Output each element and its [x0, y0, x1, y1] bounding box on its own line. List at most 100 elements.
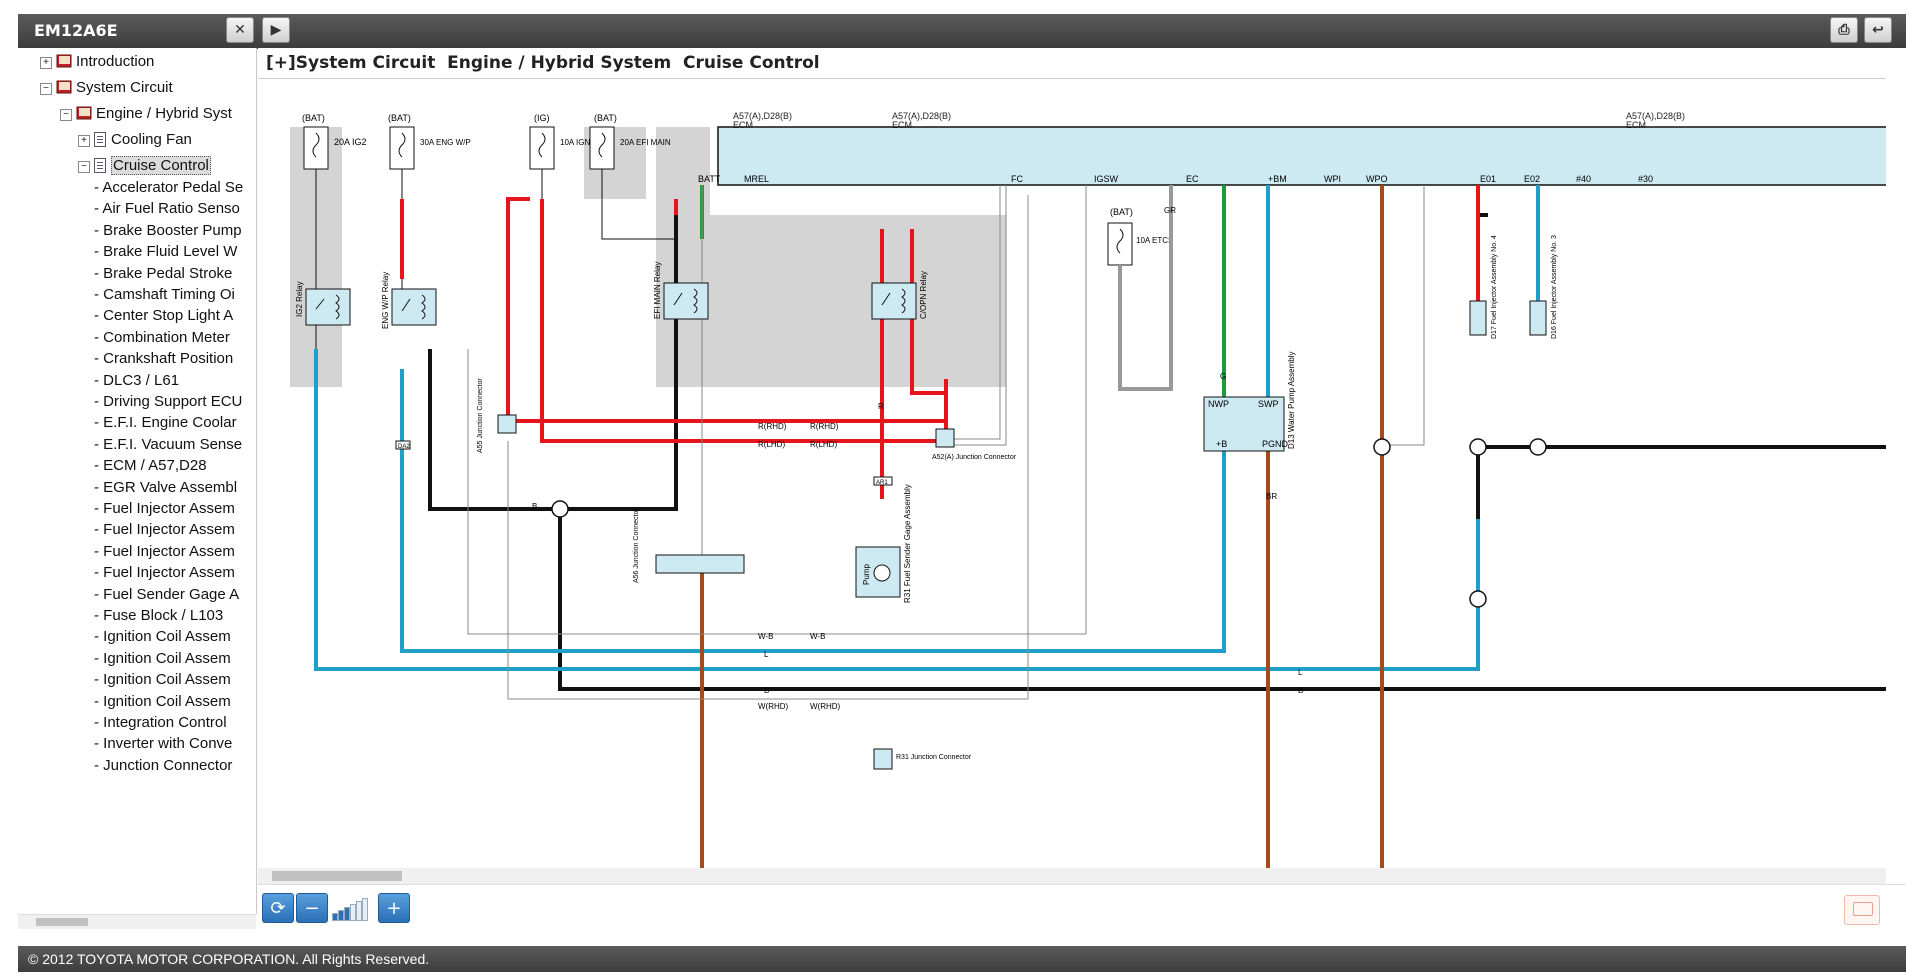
- footer-bar: © 2012 TOYOTA MOTOR CORPORATION. All Rig…: [18, 946, 1906, 972]
- collapse-icon[interactable]: −: [78, 161, 90, 173]
- zoom-out-icon: −: [304, 897, 320, 919]
- top-toolbar: EM12A6E ✕ ▶ ⎙ ↩: [18, 14, 1906, 49]
- zoom-level-bar[interactable]: [350, 904, 356, 921]
- wp-swp: SWP: [1258, 399, 1279, 409]
- expand-icon[interactable]: +: [40, 57, 52, 69]
- tree-subitem[interactable]: - Junction Connector: [94, 756, 233, 774]
- wire-label-l-2: L: [1298, 668, 1303, 677]
- print-button[interactable]: ⎙: [1830, 17, 1858, 43]
- wire-label-rlhd: R(LHD): [758, 440, 785, 449]
- tree-item-cooling-fan[interactable]: + Cooling Fan: [78, 128, 192, 152]
- fuse-ign-label: 10A IGN: [560, 138, 590, 147]
- tree-subitem[interactable]: - Brake Pedal Stroke: [94, 264, 233, 282]
- tree-subitem[interactable]: - Center Stop Light A: [94, 307, 234, 325]
- reset-zoom-button[interactable]: ⟳: [262, 893, 294, 923]
- tree-label: System Circuit: [76, 79, 173, 96]
- tree-subitem[interactable]: - EGR Valve Assembl: [94, 478, 238, 496]
- next-button[interactable]: ▶: [262, 17, 290, 43]
- inj3-label: D16 Fuel Injector Assembly No. 3: [1551, 235, 1558, 339]
- tree-subitem[interactable]: - Brake Booster Pump: [94, 221, 242, 239]
- tree-subitem[interactable]: - Ignition Coil Assem: [94, 692, 231, 710]
- relay-copn-label: C/OPN Relay: [919, 271, 928, 319]
- scrollbar-thumb[interactable]: [272, 871, 402, 881]
- tree-subitem[interactable]: - Fuel Injector Assem: [94, 500, 235, 517]
- print-icon: ⎙: [1838, 22, 1850, 38]
- tree-subitem[interactable]: - Fuel Injector Assem: [94, 521, 235, 539]
- tree-subitem[interactable]: - Combination Meter: [94, 328, 230, 346]
- back-icon: ↩: [1872, 22, 1884, 38]
- tree-subitem[interactable]: - E.F.I. Engine Coolar: [94, 414, 237, 432]
- ecm-name-left: ECM: [733, 120, 753, 130]
- zoom-out-button[interactable]: −: [296, 893, 328, 923]
- scrollbar-thumb[interactable]: [36, 918, 88, 926]
- zoom-level-bar[interactable]: [332, 913, 338, 921]
- fuel-injector-4: [1469, 300, 1487, 336]
- tree-subitem[interactable]: - Ignition Coil Assem: [94, 649, 231, 667]
- tree-item-introduction[interactable]: + Introduction: [40, 50, 154, 74]
- diagram-vertical-scrollbar[interactable]: [1886, 78, 1906, 868]
- tree-subitem[interactable]: - Fuel Injector Assem: [94, 564, 235, 582]
- feedback-button[interactable]: [1844, 895, 1880, 925]
- zoom-toolbar: ⟳ − +: [258, 884, 1906, 935]
- pin-label-wpo: WPO: [1366, 174, 1388, 184]
- fuse-ig2-label: 20A IG2: [334, 137, 367, 147]
- wiring-diagram-canvas[interactable]: A57(A),D28(B) ECM A57(A),D28(B) ECM A57(…: [258, 78, 1888, 869]
- tree-subitem[interactable]: - Fuel Sender Gage A: [94, 585, 240, 603]
- relay-ig2: [305, 288, 351, 326]
- fuse-efi-label: 20A EFI MAIN: [620, 138, 671, 147]
- tree-label: Cooling Fan: [111, 131, 192, 148]
- diagram-title[interactable]: [+]System Circuit Engine / Hybrid System…: [266, 53, 820, 73]
- zoom-level-bar[interactable]: [344, 907, 350, 921]
- jc-a56-label: A56 Junction Connector: [633, 508, 640, 583]
- diagram-horizontal-scrollbar[interactable]: [258, 868, 1886, 884]
- ig-label: (IG): [534, 113, 550, 123]
- wp-nwp: NWP: [1208, 399, 1229, 409]
- ecm-box: [717, 126, 1888, 186]
- tree-subitem[interactable]: - ECM / A57,D28: [94, 457, 207, 475]
- collapse-icon[interactable]: −: [60, 109, 72, 121]
- bat-label-1: (BAT): [302, 113, 325, 123]
- zoom-in-icon: +: [386, 897, 402, 919]
- wire-label-r: R: [878, 402, 884, 411]
- play-icon: ▶: [270, 22, 282, 38]
- document-id: EM12A6E: [34, 21, 118, 40]
- inj4-label: D17 Fuel Injector Assembly No. 4: [1491, 235, 1498, 339]
- wire-label-b-2: B: [1298, 686, 1303, 695]
- relay-box-efi: [656, 215, 1006, 387]
- back-button[interactable]: ↩: [1864, 17, 1892, 43]
- tree-subitem[interactable]: - Fuel Injector Assem: [94, 542, 235, 560]
- expand-icon[interactable]: +: [78, 135, 90, 147]
- zoom-level-bar[interactable]: [362, 898, 368, 921]
- zoom-in-button[interactable]: +: [378, 893, 410, 923]
- bat-label-3: (BAT): [594, 113, 617, 123]
- tree-label: Introduction: [76, 53, 155, 70]
- zoom-level-bar[interactable]: [356, 901, 362, 921]
- tree-subitem[interactable]: - Crankshaft Position: [94, 350, 234, 368]
- zoom-level-indicator[interactable]: [332, 898, 372, 921]
- zoom-level-bar[interactable]: [338, 910, 344, 921]
- sidebar-horizontal-scrollbar[interactable]: [18, 914, 256, 929]
- tree-item-engine-hybrid[interactable]: −Engine / Hybrid Syst: [60, 102, 232, 126]
- tree-subitem[interactable]: - DLC3 / L61: [94, 371, 180, 389]
- collapse-icon[interactable]: −: [40, 83, 52, 95]
- tree-subitem[interactable]: - E.F.I. Vacuum Sense: [94, 435, 243, 453]
- pin-label-e01: E01: [1480, 174, 1496, 184]
- bat-label-4: (BAT): [1110, 207, 1133, 217]
- ecm-connector-left: A57(A),D28(B): [733, 111, 792, 121]
- wire-label-l: L: [764, 650, 769, 659]
- tree-subitem[interactable]: - Accelerator Pedal Se: [94, 179, 244, 196]
- tree-subitem[interactable]: - Driving Support ECU: [94, 393, 243, 410]
- tree-subitem[interactable]: - Ignition Coil Assem: [94, 671, 231, 689]
- tree-subitem[interactable]: - Ignition Coil Assem: [94, 628, 231, 646]
- tree-subitem[interactable]: - Integration Control: [94, 714, 227, 731]
- pin-label-fc: FC: [1011, 174, 1023, 184]
- close-button[interactable]: ✕: [226, 17, 254, 43]
- open-book-icon: [56, 78, 72, 94]
- tree-item-cruise-control[interactable]: −Cruise Control: [78, 154, 211, 178]
- tree-subitem[interactable]: - Camshaft Timing Oi: [94, 286, 235, 303]
- tree-subitem[interactable]: - Inverter with Conve: [94, 735, 233, 753]
- tree-subitem[interactable]: - Fuse Block / L103: [94, 607, 224, 624]
- tree-item-system-circuit[interactable]: − System Circuit: [40, 76, 173, 100]
- tree-subitem[interactable]: - Brake Fluid Level W: [94, 243, 238, 261]
- tree-subitem[interactable]: - Air Fuel Ratio Senso: [94, 200, 240, 218]
